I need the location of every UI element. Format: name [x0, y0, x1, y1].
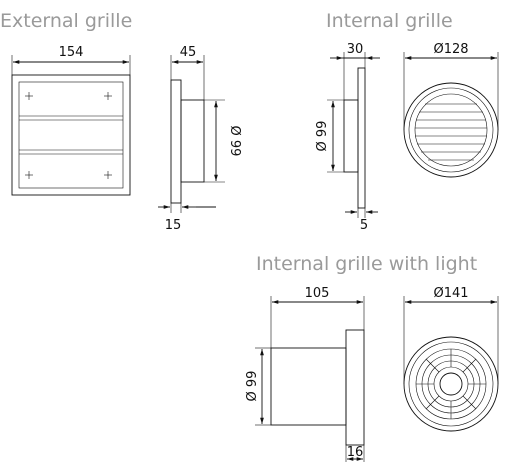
title-external-grille: External grille: [0, 10, 132, 32]
dim-internal-flange: 5: [360, 218, 368, 233]
external-grille-side-view: 45 Ø 99 15: [158, 45, 242, 233]
external-grille-front-view: 154: [11, 45, 131, 196]
title-internal-grille: Internal grille: [326, 10, 453, 32]
light-grille-side-view: 105 Ø 99 16: [245, 286, 365, 462]
dim-internal-diameter: Ø 99: [315, 121, 330, 152]
title-internal-grille-with-light: Internal grille with light: [256, 253, 477, 275]
dim-light-front-diameter: Ø141: [433, 286, 468, 301]
internal-grille-front-view: Ø128: [403, 42, 499, 178]
dim-external-flange: 15: [165, 218, 182, 233]
dim-external-diameter: Ø 99: [227, 126, 242, 157]
dim-light-depth: 105: [305, 286, 330, 301]
dim-internal-depth: 30: [347, 42, 364, 57]
dim-external-width: 154: [59, 45, 84, 60]
dim-internal-front-diameter: Ø128: [433, 42, 468, 57]
internal-grille-side-view: 30 Ø 99 5: [315, 42, 380, 233]
dim-light-flange: 16: [347, 445, 364, 460]
dim-light-diameter: Ø 99: [245, 371, 260, 402]
dim-external-depth: 45: [180, 45, 197, 60]
light-grille-front-view: Ø141: [403, 286, 499, 432]
